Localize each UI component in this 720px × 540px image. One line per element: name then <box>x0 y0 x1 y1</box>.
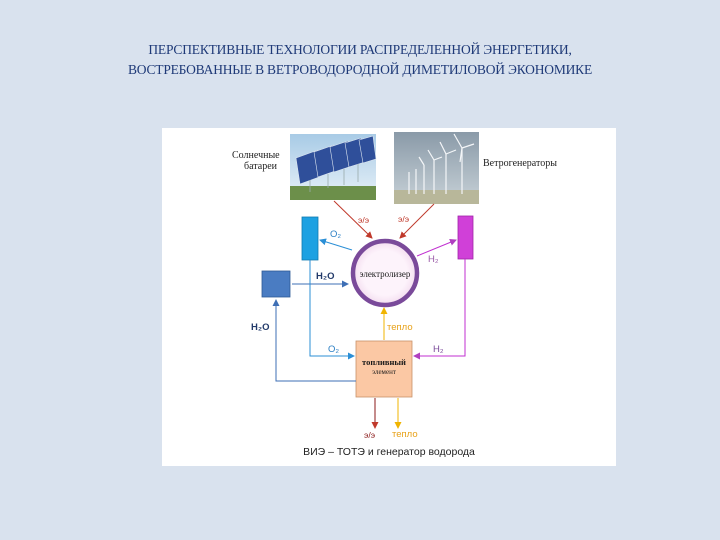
arrow-electrolyzer-to-o2-tank <box>319 238 353 251</box>
h2-label-top: H₂ <box>428 254 439 265</box>
solar-panels-photo <box>290 134 377 200</box>
heat-label-mid: тепло <box>387 322 413 333</box>
diagram-caption: ВИЭ – ТОТЭ и генератор водорода <box>303 446 475 458</box>
slide-title: ПЕРСПЕКТИВНЫЕ ТЕХНОЛОГИИ РАСПРЕДЕЛЕННОЙ … <box>0 40 720 80</box>
o2-label-bottom: O₂ <box>328 344 340 355</box>
arrow-h2o-to-water-tank <box>272 299 356 382</box>
fuel-cell-label-1: топливный <box>362 357 406 367</box>
diagram-canvas <box>261 132 479 429</box>
ee-label-wind: э/э <box>398 214 410 224</box>
water-tank <box>261 270 291 298</box>
electrolyzer-label: электролизер <box>359 269 411 279</box>
arrow-h2-to-fuel-cell <box>413 259 466 360</box>
diagram-panel: Солнечные батареи Ветрогенераторы э/э э/… <box>162 128 616 466</box>
wind-turbines-photo <box>394 132 479 204</box>
h2-label-bottom: H₂ <box>433 344 444 355</box>
arrow-o2-to-fuel-cell <box>309 260 355 360</box>
hydrogen-tank <box>457 215 474 260</box>
oxygen-tank <box>301 216 319 261</box>
o2-label-top: O₂ <box>330 229 342 240</box>
wind-label: Ветрогенераторы <box>483 158 557 169</box>
electrolyzer <box>350 238 420 308</box>
heat-label-out: тепло <box>392 429 418 440</box>
solar-label: Солнечные батареи <box>232 150 280 172</box>
fuel-cell <box>355 340 413 398</box>
arrow-electrolyzer-to-h2-tank <box>416 239 457 257</box>
h2o-label-left: H₂O <box>251 322 270 333</box>
fuel-cell-label-2: элемент <box>372 368 396 376</box>
title-line-1: ПЕРСПЕКТИВНЫЕ ТЕХНОЛОГИИ РАСПРЕДЕЛЕННОЙ … <box>148 42 572 57</box>
arrow-wind-to-electrolyzer <box>399 203 435 239</box>
h2o-label-top: H₂O <box>316 271 335 282</box>
arrow-solar-to-electrolyzer <box>333 200 373 239</box>
ee-label-solar: э/э <box>358 215 370 225</box>
ee-label-out: э/э <box>364 430 376 440</box>
title-line-2: ВОСТРЕБОВАННЫЕ В ВЕТРОВОДОРОДНОЙ ДИМЕТИЛ… <box>127 62 593 77</box>
